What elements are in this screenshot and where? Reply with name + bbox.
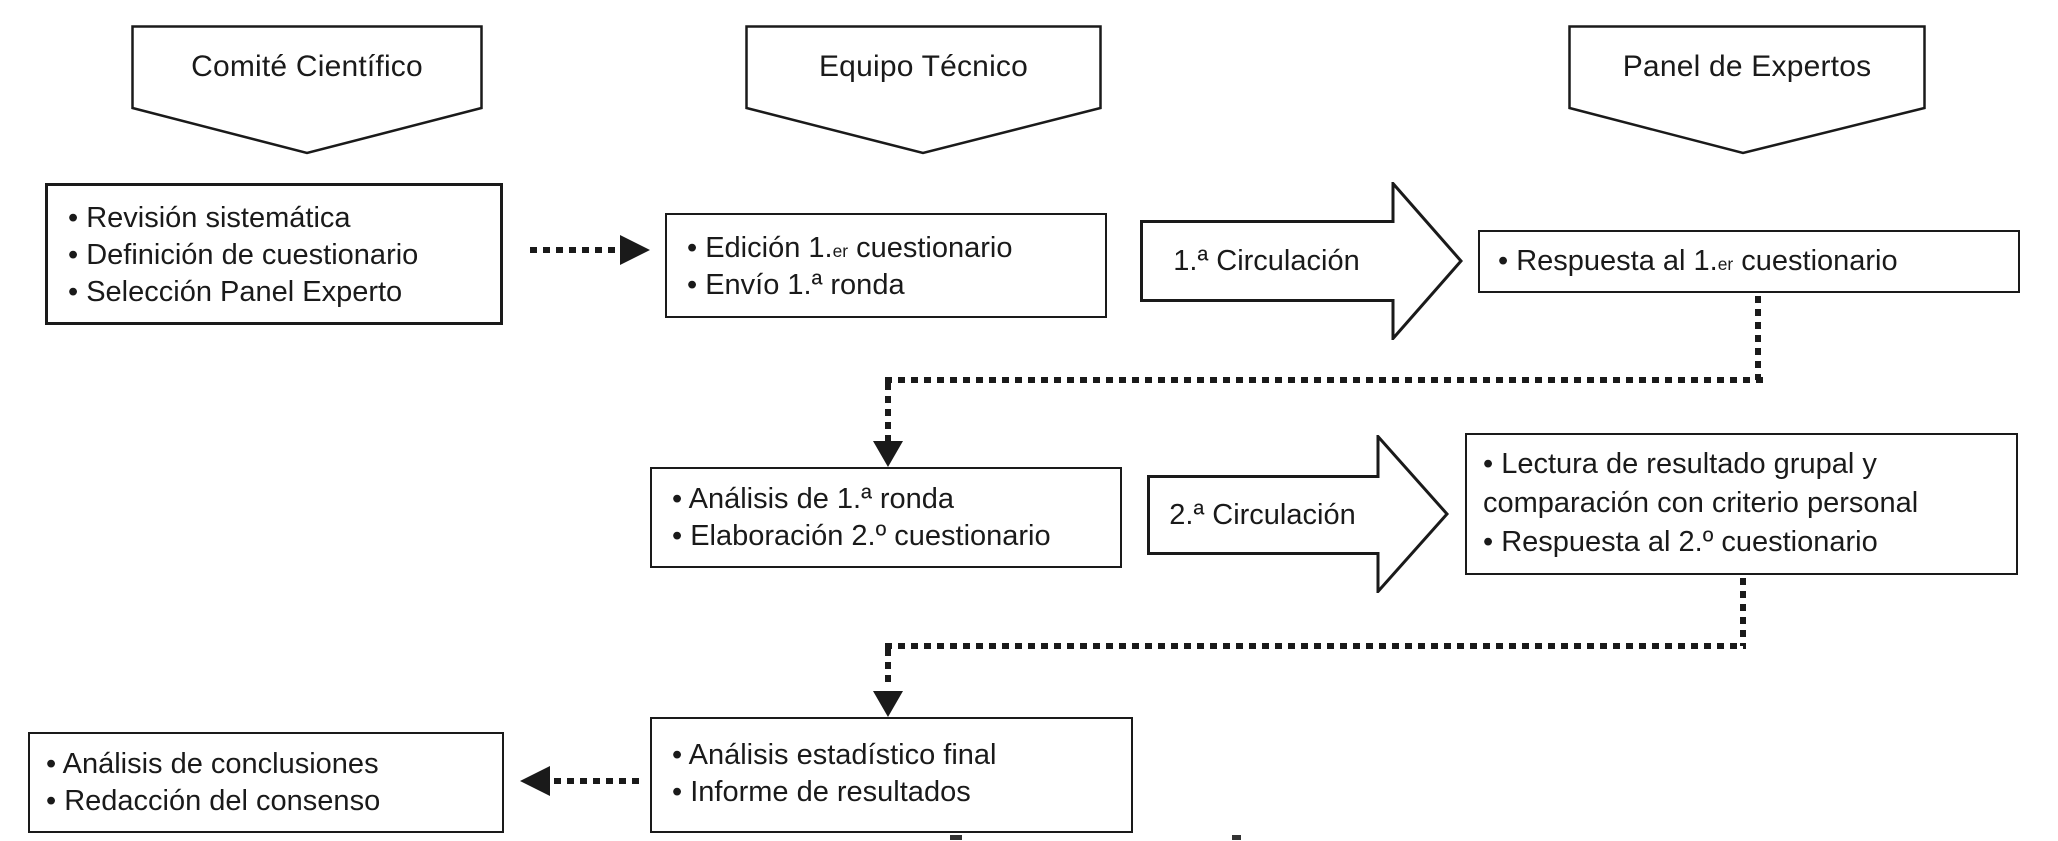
banner-label: Comité Científico	[191, 49, 423, 83]
banner-label: Panel de Expertos	[1622, 49, 1872, 83]
arrowhead-left	[520, 766, 550, 796]
block-arrow-shape	[1147, 435, 1450, 593]
box-line: comparación con criterio personal	[1483, 487, 1919, 519]
box-analisis-ronda1: • Análisis de 1.ª ronda • Elaboración 2.…	[650, 467, 1122, 568]
block-arrow-circulacion-2: 2.ª Circulación	[1147, 435, 1451, 593]
dotted-line	[885, 377, 1764, 383]
box-line: • Edición 1.er cuestionario	[687, 232, 1013, 264]
pennant-shape	[1568, 25, 1926, 155]
box-comite-tasks: • Revisión sistemática • Definición de c…	[45, 183, 503, 325]
dotted-line	[885, 649, 891, 687]
arrowhead-right	[620, 235, 650, 265]
dotted-line	[885, 643, 1746, 649]
circulacion-label: 2.ª Circulación	[1169, 498, 1356, 531]
box-line: • Revisión sistemática	[68, 202, 351, 234]
banner-comite-cientifico: Comité Científico	[131, 25, 483, 155]
circulacion-label: 1.ª Circulación	[1173, 244, 1360, 277]
box-line: • Redacción del consenso	[46, 785, 381, 817]
dotted-line	[885, 383, 891, 443]
box-lectura-grupal: • Lectura de resultado grupal y comparac…	[1465, 433, 2018, 575]
block-arrow-shape	[1140, 182, 1463, 340]
caption-fragment	[1232, 835, 1241, 840]
box-analisis-final: • Análisis estadístico final • Informe d…	[650, 717, 1133, 833]
dotted-line	[1740, 578, 1746, 646]
caption-fragment	[950, 835, 962, 840]
box-line: • Envío 1.ª ronda	[687, 269, 905, 301]
box-respuesta-1: • Respuesta al 1.er cuestionario	[1478, 230, 2020, 293]
banner-panel-expertos: Panel de Expertos	[1568, 25, 1926, 155]
box-line: • Análisis de 1.ª ronda	[672, 483, 955, 515]
box-line: • Selección Panel Experto	[68, 276, 403, 308]
box-line: • Respuesta al 1.er cuestionario	[1498, 245, 1898, 277]
dotted-line	[530, 247, 622, 253]
box-line: • Elaboración 2.º cuestionario	[672, 520, 1051, 552]
pennant-shape	[745, 25, 1102, 155]
arrowhead-down	[873, 441, 903, 467]
box-line: • Lectura de resultado grupal y	[1483, 448, 1877, 480]
box-edicion-cuestionario: • Edición 1.er cuestionario • Envío 1.ª …	[665, 213, 1107, 318]
block-arrow-circulacion-1: 1.ª Circulación	[1140, 182, 1464, 340]
box-line: • Definición de cuestionario	[68, 239, 419, 271]
box-line: • Análisis estadístico final	[672, 739, 997, 771]
box-line: • Análisis de conclusiones	[46, 748, 379, 780]
arrowhead-down	[873, 691, 903, 717]
dotted-line	[1755, 296, 1761, 380]
dotted-line	[554, 778, 642, 784]
banner-equipo-tecnico: Equipo Técnico	[745, 25, 1102, 155]
box-line: • Respuesta al 2.º cuestionario	[1483, 526, 1878, 558]
box-conclusiones: • Análisis de conclusiones • Redacción d…	[28, 732, 504, 833]
pennant-shape	[131, 25, 483, 155]
box-line: • Informe de resultados	[672, 776, 971, 808]
banner-label: Equipo Técnico	[818, 49, 1029, 83]
